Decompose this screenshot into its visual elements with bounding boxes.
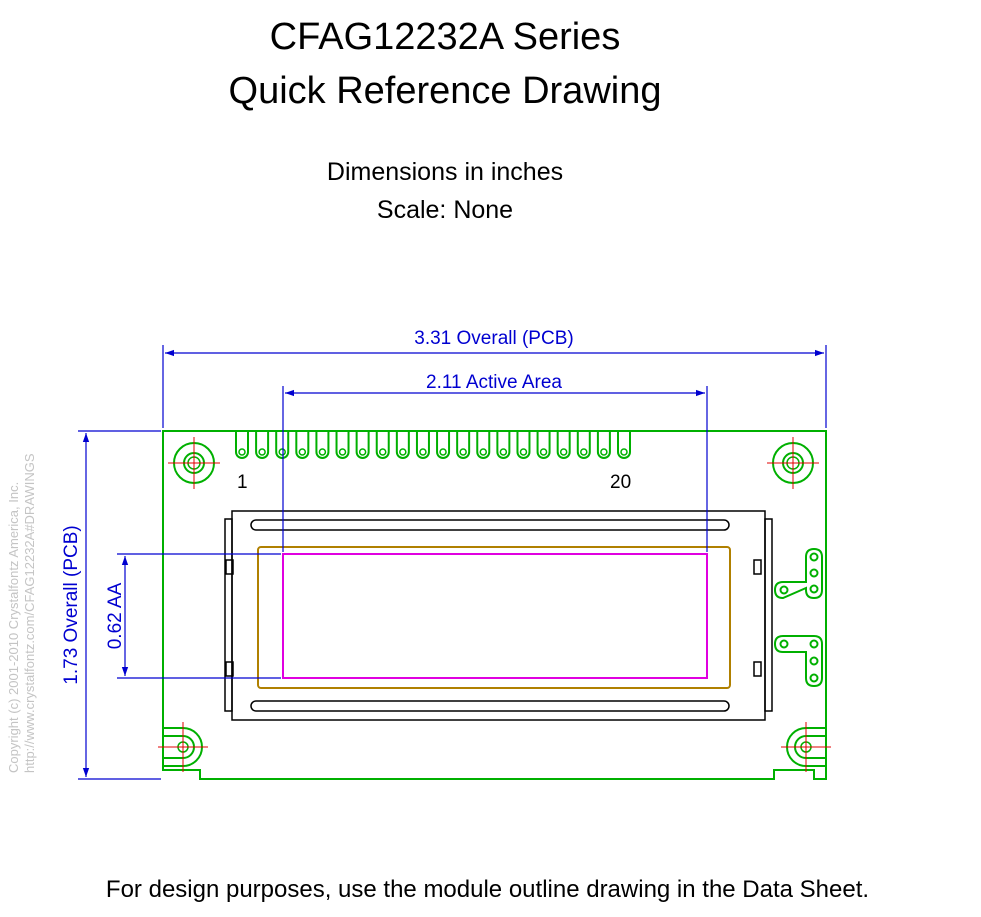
connector-pin-hole [318, 448, 327, 456]
connector-pin-hole [258, 448, 266, 456]
scale-note: Scale: None [376, 196, 514, 224]
connector-pin [275, 432, 290, 459]
connector-pin-hole [479, 448, 488, 456]
backlight-tab-lower [773, 635, 823, 688]
overall-height-label: 1.73 Overall (PCB) [61, 525, 82, 684]
connector-pin-hole [559, 448, 568, 456]
connector-pin [436, 432, 451, 459]
connector-pin [355, 432, 370, 459]
overall-width-label: 3.31 Overall (PCB) [414, 328, 573, 349]
connector-pin-hole [419, 448, 427, 456]
connector-pin [556, 432, 571, 459]
connector-pin-hole [580, 448, 588, 456]
connector-pin-hole [600, 448, 608, 456]
connector-pin-hole [539, 448, 548, 456]
connector-pin [255, 432, 270, 459]
connector-pin-hole [519, 448, 528, 456]
connector-pins [235, 432, 631, 459]
connector-pin-hole [338, 448, 347, 456]
connector-pin-hole [399, 448, 407, 456]
connector-pin [415, 432, 430, 459]
connector-pin-hole [358, 448, 367, 456]
connector-pin [476, 432, 491, 459]
units-note: Dimensions in inches [326, 158, 564, 186]
connector-pin-hole [439, 448, 447, 456]
connector-pin [496, 432, 511, 459]
pcb-outline [162, 430, 827, 780]
dimension-overall-height [78, 430, 161, 780]
connector-pin [375, 432, 390, 459]
backlight-tab-upper [773, 547, 823, 600]
active-area [282, 553, 708, 679]
pin-1-label: 1 [237, 472, 248, 493]
drawing-subtitle: Quick Reference Drawing [228, 70, 662, 112]
connector-pin-hole [620, 448, 628, 456]
mounting-hole-top-right [767, 437, 819, 489]
connector-pin-hole [238, 448, 246, 456]
lcd-bezel [224, 510, 773, 721]
connector-pin [295, 432, 310, 459]
active-width-label: 2.11 Active Area [426, 372, 562, 393]
connector-pin-hole [278, 448, 286, 456]
mounting-slot-bottom-left [158, 722, 208, 772]
dimension-overall-width [162, 345, 827, 428]
drawing-title: CFAG12232A Series [269, 16, 621, 58]
dimension-active-width [282, 386, 708, 552]
connector-pin-hole [298, 448, 307, 456]
connector-pin [335, 432, 350, 459]
connector-pin [536, 432, 551, 459]
connector-pin [456, 432, 471, 459]
connector-pin-hole [499, 448, 508, 456]
connector-pin [576, 432, 591, 459]
pin-20-label: 20 [610, 472, 631, 493]
dimension-active-height [117, 553, 281, 679]
viewing-area [257, 546, 731, 689]
connector-pin [315, 432, 330, 459]
connector-pin-hole [378, 448, 387, 456]
mounting-hole-top-left [168, 437, 220, 489]
connector-pin [596, 432, 611, 459]
mounting-slot-bottom-right [781, 722, 831, 772]
active-height-label: 0.62 AA [105, 582, 126, 649]
connector-pin [395, 432, 410, 459]
connector-pin [516, 432, 531, 459]
connector-pin [617, 432, 631, 459]
design-note: For design purposes, use the module outl… [105, 876, 870, 903]
connector-pin [235, 432, 249, 459]
connector-pin-hole [459, 448, 467, 456]
